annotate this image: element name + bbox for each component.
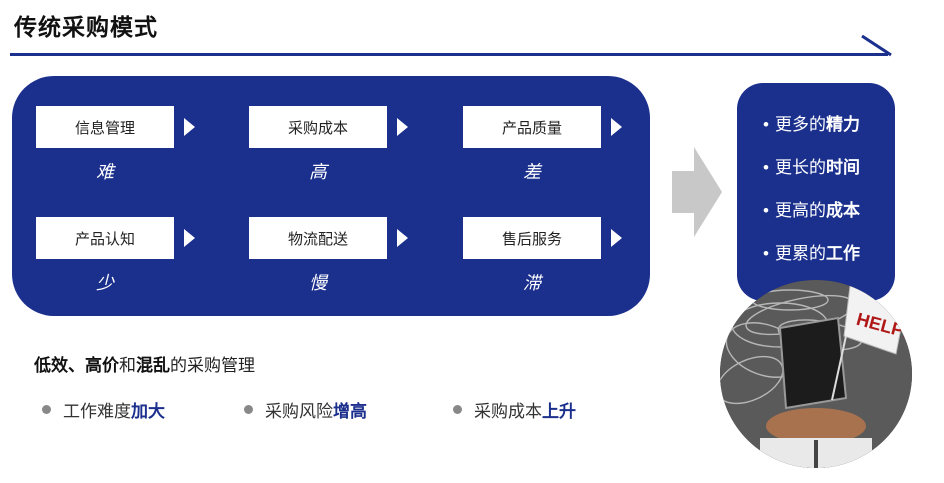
consequence-item: • 更长的时间: [763, 153, 860, 178]
consequence-prefix: 更长的: [774, 158, 826, 177]
problem-label: 产品认知: [36, 217, 174, 259]
triangle-arrow-icon: [611, 229, 622, 247]
triangle-arrow-icon: [184, 118, 195, 136]
problem-label: 售后服务: [463, 217, 601, 259]
problem-label: 采购成本: [249, 106, 387, 148]
consequence-emphasis: 精力: [825, 115, 860, 134]
page-title: 传统采购模式: [14, 14, 158, 40]
problem-verdict: 少: [96, 273, 114, 293]
bullet-icon: [42, 405, 51, 414]
problem-label: 物流配送: [249, 217, 387, 259]
impact-text: 工作难度: [63, 402, 131, 421]
summary-text: 的采购管理: [170, 356, 255, 375]
consequence-emphasis: 成本: [825, 201, 860, 220]
consequence-emphasis: 工作: [825, 244, 860, 263]
summary-bold: 低效、高价: [34, 356, 119, 375]
problem-verdict: 滞: [523, 273, 541, 293]
impact-point: 采购风险增高: [244, 397, 367, 422]
consequence-prefix: 更累的: [774, 244, 826, 263]
summary-line: 低效、高价和混乱的采购管理: [34, 351, 255, 376]
bullet-icon: •: [763, 158, 769, 177]
bullet-icon: [453, 405, 462, 414]
title-underline: [10, 53, 888, 56]
consequence-item: • 更高的成本: [763, 196, 860, 221]
problem-verdict: 差: [523, 162, 541, 182]
problem-label: 产品质量: [463, 106, 601, 148]
impact-point: 采购成本上升: [453, 397, 576, 422]
impact-highlight: 增高: [333, 402, 367, 421]
bullet-icon: [244, 405, 253, 414]
triangle-arrow-icon: [397, 229, 408, 247]
impact-highlight: 加大: [131, 402, 165, 421]
problem-label: 信息管理: [36, 106, 174, 148]
impact-text: 采购成本: [474, 402, 542, 421]
triangle-arrow-icon: [611, 118, 622, 136]
photo-illustration: HELP!: [720, 280, 912, 468]
consequence-prefix: 更高的: [774, 201, 826, 220]
problem-verdict: 慢: [309, 273, 327, 293]
problem-verdict: 难: [96, 162, 114, 182]
summary-bold: 混乱: [136, 356, 170, 375]
consequence-emphasis: 时间: [825, 158, 860, 177]
stressed-worker-photo: HELP!: [720, 280, 912, 468]
problem-verdict: 高: [309, 162, 327, 182]
triangle-arrow-icon: [397, 118, 408, 136]
chevron-right-icon: [672, 147, 722, 237]
impact-point: 工作难度加大: [42, 397, 165, 422]
consequence-item: • 更多的精力: [763, 110, 860, 135]
impact-text: 采购风险: [265, 402, 333, 421]
problems-panel: 信息管理 难 采购成本 高 产品质量 差 产品认知 少 物流配送 慢 售后服务 …: [12, 76, 650, 316]
summary-text: 和: [119, 356, 136, 375]
bullet-icon: •: [763, 201, 769, 220]
underline-hook: [861, 34, 892, 57]
consequence-prefix: 更多的: [774, 115, 826, 134]
bullet-icon: •: [763, 244, 769, 263]
consequence-item: • 更累的工作: [763, 239, 860, 264]
bullet-icon: •: [763, 115, 769, 134]
triangle-arrow-icon: [184, 229, 195, 247]
consequences-panel: • 更多的精力 • 更长的时间 • 更高的成本 • 更累的工作: [737, 83, 895, 301]
impact-highlight: 上升: [542, 402, 576, 421]
